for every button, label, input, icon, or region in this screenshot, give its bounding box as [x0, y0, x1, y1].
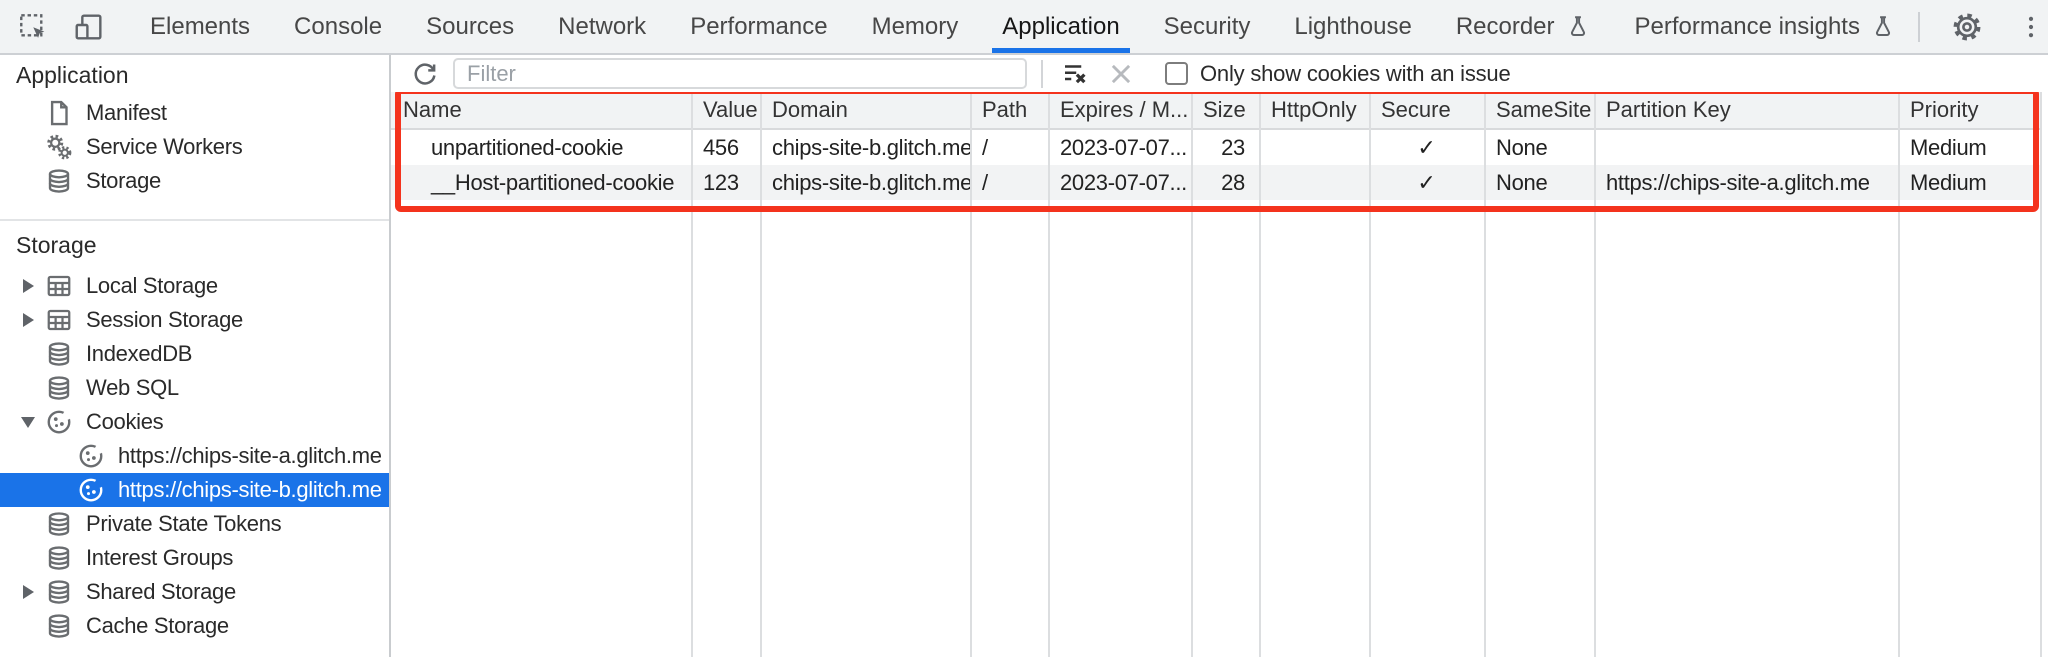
column-header-partition-key[interactable]: Partition Key	[1606, 97, 1731, 122]
database-icon	[42, 577, 76, 607]
toolbar-separator	[1041, 59, 1043, 88]
cookie-icon	[74, 441, 108, 471]
table-header-row: Name Value Domain Path Expires / M... Si…	[391, 92, 2040, 130]
inspect-element-icon[interactable]	[16, 10, 50, 44]
tab-security[interactable]: Security	[1163, 12, 1251, 40]
settings-gear-icon[interactable]	[1950, 10, 1984, 44]
sidebar-item-interest-groups[interactable]: Interest Groups	[0, 541, 389, 575]
database-icon	[42, 339, 76, 369]
cookies-toolbar: Only show cookies with an issue	[391, 55, 2048, 92]
sidebar-section-storage: Storage	[0, 219, 389, 269]
secure-checkmark: ✓	[1417, 169, 1436, 195]
collapse-arrow-icon[interactable]	[14, 416, 42, 428]
table-grid-icon	[42, 271, 76, 301]
column-header-size[interactable]: Size	[1203, 97, 1246, 122]
panel-tabs: Elements Console Sources Network Perform…	[128, 0, 1918, 53]
table-grid-icon	[42, 305, 76, 335]
tab-network[interactable]: Network	[558, 12, 647, 40]
tabbar-separator	[1917, 11, 1920, 42]
cookie-icon	[74, 475, 108, 505]
sidebar-item-indexeddb[interactable]: IndexedDB	[0, 337, 389, 371]
cookie-row-host-partitioned[interactable]: __Host-partitioned-cookie 123 chips-site…	[391, 165, 2040, 200]
devtools-tabbar: Elements Console Sources Network Perform…	[0, 0, 2048, 55]
tab-lighthouse[interactable]: Lighthouse	[1294, 12, 1412, 40]
database-icon	[42, 509, 76, 539]
tab-application[interactable]: Application	[980, 0, 1141, 53]
cookies-table: Name Value Domain Path Expires / M... Si…	[391, 92, 2048, 657]
tab-sources[interactable]: Sources	[426, 12, 515, 40]
cookie-row-unpartitioned[interactable]: unpartitioned-cookie 456 chips-site-b.gl…	[431, 134, 1987, 160]
column-header-domain[interactable]: Domain	[772, 97, 848, 122]
document-icon	[42, 98, 76, 128]
database-icon	[42, 611, 76, 641]
device-toolbar-icon[interactable]	[72, 10, 106, 44]
sidebar-item-cookies-chips-site-b-selected[interactable]: https://chips-site-b.glitch.me	[0, 473, 389, 507]
database-icon	[42, 373, 76, 403]
more-options-kebab-icon[interactable]	[2014, 10, 2048, 44]
sidebar-item-cookies[interactable]: Cookies	[0, 405, 389, 439]
sidebar-item-session-storage[interactable]: Session Storage	[0, 303, 389, 337]
sidebar-item-local-storage[interactable]: Local Storage	[0, 269, 389, 303]
tab-memory[interactable]: Memory	[871, 12, 959, 40]
expand-arrow-icon[interactable]	[14, 313, 42, 327]
tab-performance[interactable]: Performance	[690, 12, 828, 40]
database-icon	[42, 543, 76, 573]
application-sidebar: Application Manifest	[0, 55, 391, 657]
column-header-value[interactable]: Value	[703, 97, 758, 122]
tab-performance-insights[interactable]: Performance insights	[1613, 0, 1918, 53]
sidebar-section-application: Application	[16, 62, 129, 88]
database-icon	[42, 166, 76, 196]
devtools-body: Application Manifest	[0, 55, 2048, 657]
sidebar-item-service-workers[interactable]: Service Workers	[0, 130, 389, 164]
tab-console[interactable]: Console	[294, 12, 383, 40]
cookies-pane: Only show cookies with an issue Name Val…	[391, 55, 2048, 657]
table-right-edge	[2040, 92, 2042, 657]
expand-arrow-icon[interactable]	[14, 279, 42, 293]
only-issue-cookies-label: Only show cookies with an issue	[1200, 60, 1511, 86]
column-header-expires[interactable]: Expires / M...	[1060, 97, 1189, 122]
flask-icon	[1870, 14, 1896, 40]
column-header-secure[interactable]: Secure	[1381, 97, 1451, 122]
expand-arrow-icon[interactable]	[14, 585, 42, 599]
sidebar-item-private-state-tokens[interactable]: Private State Tokens	[0, 507, 389, 541]
sidebar-item-cache-storage[interactable]: Cache Storage	[0, 609, 389, 643]
refresh-icon[interactable]	[409, 58, 441, 90]
column-header-samesite[interactable]: SameSite	[1496, 97, 1592, 122]
flask-icon	[1565, 14, 1591, 40]
sidebar-item-manifest[interactable]: Manifest	[0, 96, 389, 130]
sidebar-item-storage[interactable]: Storage	[0, 164, 389, 198]
tab-elements[interactable]: Elements	[150, 12, 251, 40]
column-header-httponly[interactable]: HttpOnly	[1271, 97, 1357, 122]
column-header-name[interactable]: Name	[403, 97, 462, 122]
filter-input[interactable]	[453, 58, 1027, 89]
delete-selected-icon[interactable]	[1105, 58, 1137, 90]
clear-filter-icon[interactable]	[1059, 58, 1091, 90]
tab-recorder[interactable]: Recorder	[1434, 0, 1613, 53]
column-header-path[interactable]: Path	[982, 97, 1028, 122]
column-header-priority[interactable]: Priority	[1910, 97, 1979, 122]
tabbar-left-icons	[0, 10, 120, 44]
tabbar-right-controls	[1917, 10, 2048, 44]
sidebar-item-cookies-chips-site-a[interactable]: https://chips-site-a.glitch.me	[0, 439, 389, 473]
sidebar-item-shared-storage[interactable]: Shared Storage	[0, 575, 389, 609]
secure-checkmark: ✓	[1417, 134, 1436, 160]
sidebar-item-web-sql[interactable]: Web SQL	[0, 371, 389, 405]
cookie-icon	[42, 407, 76, 437]
only-issue-cookies-checkbox[interactable]	[1165, 62, 1188, 85]
service-workers-gears-icon	[42, 132, 76, 162]
